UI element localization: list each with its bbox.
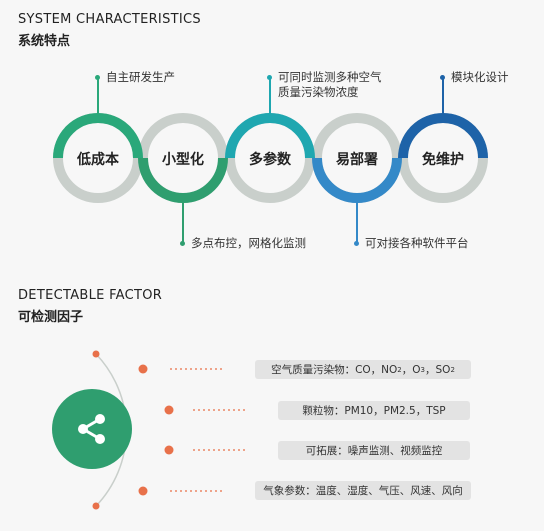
factor-air-sep2: ，SO: [425, 364, 451, 376]
detectable-factor-title-zh: 可检测因子: [18, 310, 84, 325]
callout-line-2: [182, 200, 184, 242]
so2-subscript: 2: [450, 365, 455, 374]
share-circle: [52, 389, 132, 469]
circle-label-low-cost: 低成本: [77, 152, 119, 168]
factor-dot-2: [164, 405, 174, 415]
callout-4: 可对接各种软件平台: [354, 236, 469, 251]
circle-label-multi-parameter: 多参数: [249, 152, 291, 168]
detectable-factor-title-en: DETECTABLE FACTOR: [18, 288, 163, 303]
arc-end-dot-bottom: [92, 502, 100, 510]
factor-dot-4: [138, 486, 148, 496]
share-icon: [78, 414, 105, 444]
callout-dot-3: [267, 75, 272, 80]
factor-dot-1: [138, 364, 148, 374]
callout-text-1: 自主研发生产: [106, 70, 175, 84]
callout-1: 自主研发生产: [95, 70, 175, 85]
factor-air-sep1: ，O: [401, 364, 421, 376]
callout-5: 模块化设计: [440, 70, 509, 85]
callout-dot-1: [95, 75, 100, 80]
circle-label-miniaturization: 小型化: [162, 152, 204, 168]
callout-dot-4: [354, 241, 359, 246]
no2-subscript: 2: [397, 365, 402, 374]
callout-text-3-line1: 可同时监测多种空气: [278, 70, 382, 84]
callout-text-5: 模块化设计: [451, 70, 509, 84]
callout-3: 可同时监测多种空气 质量污染物浓度: [267, 70, 382, 100]
factor-dot-3: [164, 445, 174, 455]
circle-label-maintenance-free: 免维护: [422, 152, 464, 168]
callout-dot-5: [440, 75, 445, 80]
callout-line-3: [269, 77, 271, 117]
callout-line-5: [442, 77, 444, 117]
circle-label-easy-deploy: 易部署: [336, 152, 378, 168]
characteristics-rings: [53, 113, 488, 203]
factor-extensible: 可拓展：噪声监测、视频监控: [278, 441, 470, 460]
callout-text-4: 可对接各种软件平台: [365, 236, 469, 250]
o3-subscript: 3: [420, 365, 425, 374]
callout-text-2: 多点布控，网格化监测: [191, 236, 306, 250]
system-characteristics-title-en: SYSTEM CHARACTERISTICS: [18, 12, 201, 27]
arc-end-dot-top: [92, 350, 100, 358]
system-characteristics-title-zh: 系统特点: [18, 34, 71, 49]
callout-2: 多点布控，网格化监测: [180, 236, 306, 251]
callout-line-1: [97, 77, 99, 117]
callout-dot-2: [180, 241, 185, 246]
callout-line-4: [356, 200, 358, 242]
factor-air-prefix: 空气质量污染物：CO，NO: [271, 364, 398, 376]
factor-meteorological: 气象参数：温度、湿度、气压、风速、风向: [255, 481, 471, 500]
factor-particulates: 颗粒物：PM10，PM2.5，TSP: [278, 401, 470, 420]
callout-text-3-line2: 质量污染物浓度: [278, 85, 359, 99]
callout-text-3: 可同时监测多种空气 质量污染物浓度: [278, 70, 382, 100]
